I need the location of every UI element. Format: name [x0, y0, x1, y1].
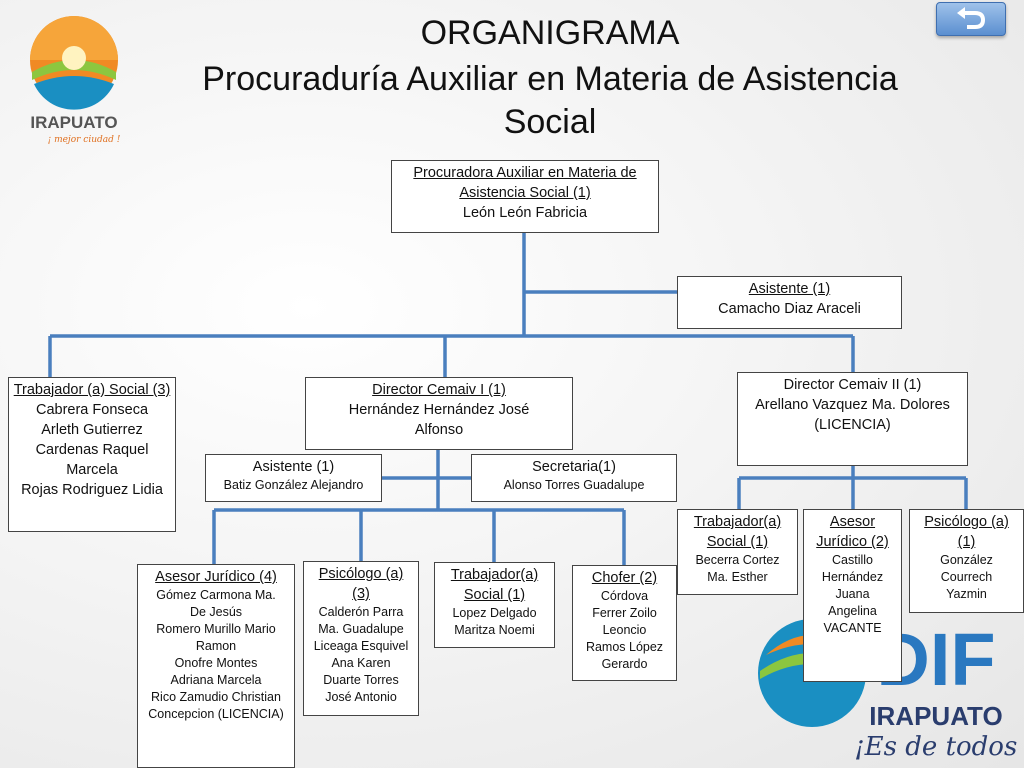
node-asistente-cemaiv1: Asistente (1) Batiz González Alejandro: [205, 454, 382, 502]
irapuato-logo: IRAPUATO ¡ mejor ciudad !: [30, 16, 121, 145]
return-arrow-icon: [957, 7, 986, 29]
node-names: Becerra Cortez Ma. Esther: [695, 553, 780, 584]
node-role: Asesor Jurídico (4): [155, 569, 277, 585]
node-role: Director Cemaiv I (1): [372, 382, 506, 398]
node-trabajador-social-1a: Trabajador(a) Social (1) Lopez Delgado M…: [434, 562, 555, 648]
node-director-cemaiv-2: Director Cemaiv II (1) Arellano Vazquez …: [737, 372, 968, 466]
node-role: Psicólogo (a) (3): [318, 566, 404, 602]
node-chofer: Chofer (2) Córdova Ferrer Zoilo Leoncio …: [572, 565, 677, 681]
node-trabajador-social-1b: Trabajador(a) Social (1) Becerra Cortez …: [677, 509, 798, 595]
node-names: González Courrech Yazmin: [940, 553, 993, 601]
node-names: Camacho Diaz Araceli: [718, 301, 861, 317]
page-subtitle: Procuraduría Auxiliar en Materia de Asis…: [202, 60, 898, 141]
node-names: Castillo Hernández Juana Angelina VACANT…: [821, 553, 884, 635]
node-role: Trabajador (a) Social (3): [13, 382, 171, 398]
node-names: Batiz González Alejandro: [223, 478, 364, 492]
node-role: Asistente (1): [252, 459, 335, 475]
node-role: Director Cemaiv II (1): [783, 377, 922, 393]
node-names: Calderón Parra Ma. Guadalupe Liceaga Esq…: [313, 605, 409, 704]
irapuato-logo-text: IRAPUATO: [30, 113, 117, 132]
node-names: Córdova Ferrer Zoilo Leoncio Ramos López…: [585, 589, 664, 671]
node-names: Arellano Vazquez Ma. Dolores (LICENCIA): [755, 397, 950, 433]
irapuato-logo-slogan: ¡ mejor ciudad !: [48, 135, 121, 145]
page-title: ORGANIGRAMA: [420, 14, 680, 52]
node-asesor-juridico-4: Asesor Jurídico (4) Gómez Carmona Ma. De…: [137, 564, 295, 768]
node-role: Secretaria(1): [532, 459, 616, 475]
node-names: Gómez Carmona Ma. De Jesús Romero Murill…: [148, 588, 284, 721]
node-procuradora: Procuradora Auxiliar en Materia de Asist…: [391, 160, 659, 233]
node-names: Alonso Torres Guadalupe: [503, 478, 645, 492]
node-names: Lopez Delgado Maritza Noemi: [452, 606, 537, 637]
node-psicologo-3: Psicólogo (a) (3) Calderón Parra Ma. Gua…: [303, 561, 419, 716]
node-role: Asistente (1): [748, 281, 831, 297]
node-asesor-juridico-2: Asesor Jurídico (2) Castillo Hernández J…: [803, 509, 902, 682]
node-role: Trabajador(a) Social (1): [450, 567, 539, 603]
node-director-cemaiv-1: Director Cemaiv I (1) Hernández Hernánde…: [305, 377, 573, 450]
node-names: Cabrera Fonseca Arleth Gutierrez Cardena…: [21, 402, 163, 498]
node-psicologo-1: Psicólogo (a) (1) González Courrech Yazm…: [909, 509, 1024, 613]
back-button[interactable]: [936, 2, 1006, 36]
node-role: Asesor Jurídico (2): [816, 514, 889, 550]
node-names: León León Fabricia: [462, 205, 588, 221]
node-trabajador-social-3: Trabajador (a) Social (3) Cabrera Fonsec…: [8, 377, 176, 532]
dif-logo-city: IRAPUATO: [869, 701, 1002, 731]
dif-logo-slogan: ¡Es de todos!: [854, 732, 1018, 762]
node-role: Psicólogo (a) (1): [924, 514, 1009, 550]
node-role: Chofer (2): [591, 570, 658, 586]
node-secretaria: Secretaria(1) Alonso Torres Guadalupe: [471, 454, 677, 502]
node-role: Procuradora Auxiliar en Materia de Asist…: [413, 165, 637, 201]
node-names: Hernández Hernández José Alfonso: [348, 402, 530, 438]
node-role: Trabajador(a) Social (1): [693, 514, 782, 550]
node-asistente-top: Asistente (1) Camacho Diaz Araceli: [677, 276, 902, 329]
